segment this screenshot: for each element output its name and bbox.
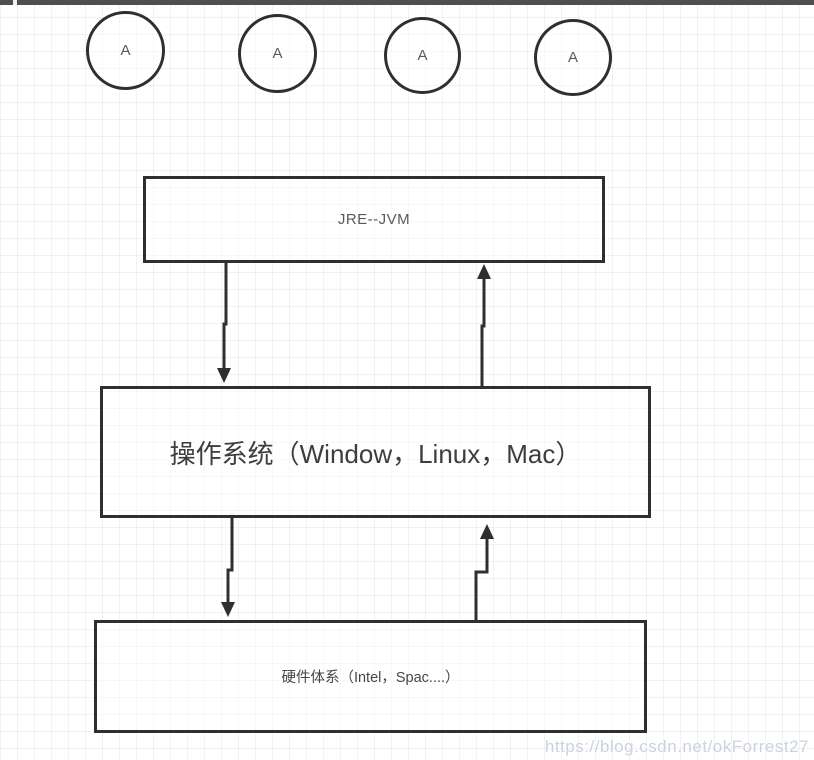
top-window-edge-bar [0, 0, 814, 5]
circle-node-2: A [238, 14, 317, 93]
operating-system-box: 操作系统（Window，Linux，Mac） [100, 386, 651, 518]
top-bar-notch [13, 0, 17, 5]
hardware-label: 硬件体系（Intel，Spac....） [281, 670, 460, 686]
hardware-box: 硬件体系（Intel，Spac....） [94, 620, 647, 733]
arrow-os-to-jre-up [477, 264, 491, 387]
arrow-os-to-hardware-down [221, 517, 235, 617]
circle-node-3: A [384, 17, 461, 94]
operating-system-label: 操作系统（Window，Linux，Mac） [169, 438, 582, 469]
circle-node-3-label: A [417, 47, 428, 64]
jre-jvm-box: JRE--JVM [143, 176, 605, 263]
arrow-hardware-to-os-up [474, 524, 494, 621]
jre-jvm-label: JRE--JVM [337, 211, 411, 228]
arrow-jre-to-os-down [217, 262, 231, 383]
circle-node-1-label: A [120, 42, 131, 59]
watermark-text: https://blog.csdn.net/okForrest27 [544, 737, 809, 756]
circle-node-4-label: A [567, 49, 578, 66]
circle-node-2-label: A [272, 45, 283, 62]
circle-node-1: A [86, 11, 165, 90]
circle-node-4: A [534, 19, 612, 96]
